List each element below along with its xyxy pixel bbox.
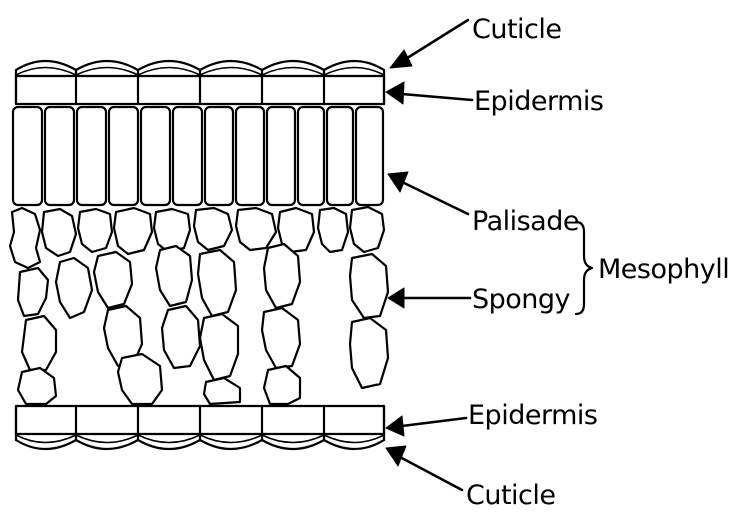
label-palisade: Palisade <box>472 206 579 237</box>
upper-epidermis-layer <box>16 61 384 104</box>
arrow-cuticle-bottom <box>386 446 462 490</box>
palisade-layer <box>13 107 383 205</box>
spongy-layer <box>10 207 388 404</box>
label-mesophyll: Mesophyll <box>598 254 729 285</box>
label-epidermis-bottom: Epidermis <box>468 400 597 431</box>
arrow-palisade <box>388 172 468 214</box>
arrow-cuticle-top <box>390 20 468 68</box>
label-epidermis-top: Epidermis <box>474 86 603 117</box>
arrow-epidermis-bottom <box>386 416 466 436</box>
lower-epidermis-layer <box>16 406 384 449</box>
arrow-epidermis-top <box>386 82 472 104</box>
label-spongy: Spongy <box>472 284 571 315</box>
arrow-spongy <box>388 288 470 308</box>
label-cuticle-bottom: Cuticle <box>466 480 556 511</box>
label-cuticle-top: Cuticle <box>472 14 562 45</box>
